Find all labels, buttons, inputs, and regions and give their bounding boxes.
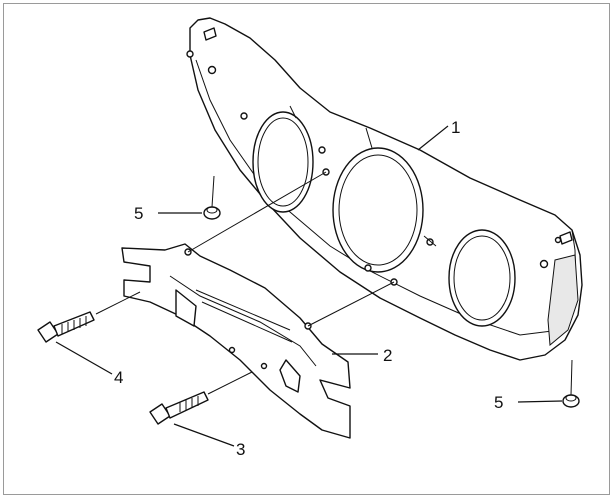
assembly-line bbox=[570, 359, 573, 396]
shield-panel bbox=[186, 17, 583, 361]
callout-1: 1 bbox=[451, 118, 460, 137]
clip-nut-right bbox=[562, 394, 580, 408]
mounting-bracket bbox=[121, 243, 351, 439]
callout-3: 3 bbox=[236, 440, 245, 459]
assembly-line bbox=[307, 281, 395, 327]
callout-2: 2 bbox=[383, 346, 392, 365]
assembly-line bbox=[95, 291, 141, 315]
assembly-line bbox=[187, 171, 327, 253]
callout-4: 4 bbox=[114, 368, 123, 387]
callout-5-right: 5 bbox=[494, 393, 503, 412]
leader-3 bbox=[173, 423, 235, 447]
callout-5-left: 5 bbox=[134, 204, 143, 223]
bolt-long bbox=[37, 311, 95, 343]
bolt-short bbox=[149, 391, 209, 425]
assembly-line bbox=[207, 371, 253, 395]
leader-5b bbox=[517, 400, 563, 403]
leader-1 bbox=[417, 125, 449, 151]
leader-4 bbox=[55, 341, 113, 375]
clip-nut-left bbox=[203, 206, 221, 220]
assembly-line bbox=[211, 175, 215, 208]
